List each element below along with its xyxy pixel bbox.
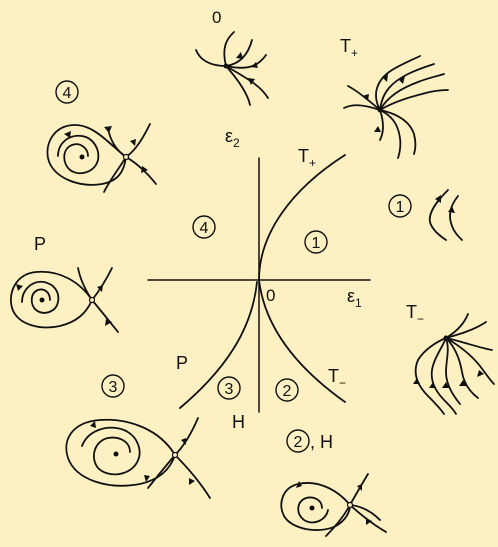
region-3-marker: 3 [218, 377, 240, 399]
portrait-p-label: P [34, 234, 46, 254]
portrait-t-minus-label: T− [406, 302, 424, 326]
origin-label: 0 [266, 286, 275, 305]
h-curve-label: H [232, 412, 245, 432]
portrait-two-suffix: , H [310, 432, 333, 452]
region-2-marker: 2 [276, 379, 298, 401]
portrait-three: 3 [66, 375, 210, 498]
portrait-zero: 0 [196, 8, 268, 105]
svg-text:2: 2 [283, 383, 292, 400]
t-minus-label: T− [328, 366, 346, 390]
portrait-two-number: 2 [294, 434, 303, 451]
portrait-four: 4 [47, 81, 156, 192]
portrait-t-minus: T− [406, 302, 494, 414]
portrait-p: P [11, 234, 118, 332]
x-axis-label: ε1 [347, 286, 362, 310]
portrait-two-h: 2 , H [281, 430, 386, 536]
t-plus-label: T+ [298, 146, 316, 170]
portrait-one-label: 1 [396, 199, 405, 216]
portrait-three-label: 3 [109, 379, 118, 396]
y-axis-label: ε2 [225, 126, 240, 150]
portrait-t-plus-label: T+ [340, 36, 358, 60]
p-curve-label: P [176, 353, 188, 373]
region-1-marker: 1 [305, 231, 327, 253]
portrait-four-label: 4 [63, 85, 72, 102]
portrait-one: 1 [389, 190, 462, 240]
portrait-zero-label: 0 [212, 8, 221, 27]
t-plus-curve [259, 155, 345, 280]
parameter-plane: ε2 ε1 0 T+ T− P H 1 4 3 2 [148, 126, 370, 432]
svg-text:3: 3 [225, 381, 234, 398]
svg-text:4: 4 [200, 220, 209, 237]
region-4-marker: 4 [193, 216, 215, 238]
portrait-t-plus: T+ [340, 36, 448, 158]
svg-text:1: 1 [312, 235, 321, 252]
